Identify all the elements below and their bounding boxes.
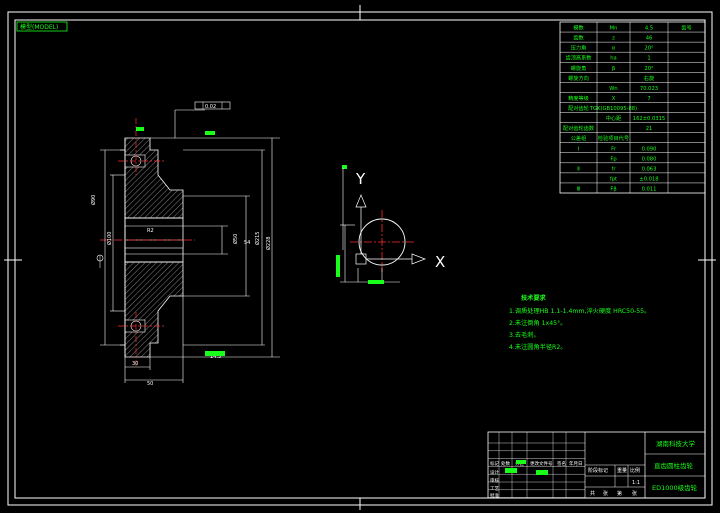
tech-note-2: 2.未注倒角 1x45°。 bbox=[509, 319, 566, 327]
param-cell: 21 bbox=[646, 126, 653, 132]
model-tab-box[interactable] bbox=[16, 21, 68, 32]
param-cell: 公差组 bbox=[571, 134, 587, 142]
param-cell: z bbox=[612, 36, 615, 42]
param-cell: 7 bbox=[647, 96, 650, 102]
tech-note-1: 1.调质处理HB 1.1-1.4mm,淬火硬度 HRC50-55。 bbox=[509, 307, 650, 315]
svg-text:批准: 批准 bbox=[490, 492, 499, 499]
param-cell: 20° bbox=[644, 66, 654, 72]
tech-note-4: 4.未注圆角半径R2。 bbox=[509, 343, 566, 351]
param-cell: Fp bbox=[610, 156, 617, 162]
param-cell: 压力角 bbox=[571, 44, 587, 52]
svg-text:共: 共 bbox=[590, 490, 595, 497]
svg-text:第: 第 bbox=[617, 490, 622, 497]
title-block: 湖南科技大学 直齿圆柱齿轮 ED1000级齿轮 1:1 阶段标记 重量 比例 共… bbox=[487, 431, 706, 499]
svg-text:14.3: 14.3 bbox=[210, 354, 221, 360]
svg-text:0.02: 0.02 bbox=[205, 104, 216, 110]
param-cell: 齿顶高系数 bbox=[566, 54, 593, 62]
param-cell: Fβ bbox=[610, 187, 616, 193]
param-cell: 模数 bbox=[573, 24, 584, 32]
svg-text:张: 张 bbox=[632, 490, 637, 497]
inner-border bbox=[14, 19, 706, 499]
model-tab-label: 模型(MODEL) bbox=[20, 23, 58, 31]
ucs-y-label: Y bbox=[355, 170, 366, 188]
param-cell: ±0.018 bbox=[639, 176, 658, 182]
svg-text:重量: 重量 bbox=[617, 467, 627, 474]
dimension-lines bbox=[100, 109, 280, 383]
param-cell: fpt bbox=[610, 176, 617, 182]
svg-text:标记: 标记 bbox=[490, 460, 499, 467]
param-cell: ha bbox=[610, 56, 616, 62]
param-cell: 162±0.0315 bbox=[633, 116, 665, 122]
svg-text:50: 50 bbox=[147, 381, 153, 387]
param-cell: Ⅰ bbox=[578, 146, 580, 152]
svg-text:处数: 处数 bbox=[501, 460, 510, 467]
param-cell: 齿号 bbox=[681, 25, 691, 32]
param-cell: 精度等级 bbox=[568, 94, 589, 102]
technical-requirements: 技术要求 1.调质处理HB 1.1-1.4mm,淬火硬度 HRC50-55。 2… bbox=[509, 294, 650, 351]
svg-text:张: 张 bbox=[603, 490, 608, 497]
svg-text:30: 30 bbox=[132, 361, 138, 367]
svg-text:签名: 签名 bbox=[557, 460, 566, 467]
param-cell: 0.090 bbox=[642, 146, 657, 152]
dimension-labels: 0.02 Ø90 Ø100 Ø50 Ø215 Ø228 50 30 R2 14.… bbox=[90, 101, 272, 387]
gear-section-view bbox=[100, 118, 195, 368]
svg-text:Ø90: Ø90 bbox=[90, 195, 97, 205]
tech-note-3: 3.去毛刺。 bbox=[509, 331, 540, 339]
bore-end-view bbox=[336, 165, 426, 284]
outer-border bbox=[7, 11, 713, 506]
param-cell: Ⅱ bbox=[577, 166, 580, 172]
param-cell: 螺旋角 bbox=[571, 64, 587, 72]
svg-text:设计: 设计 bbox=[490, 469, 499, 476]
svg-text:审核: 审核 bbox=[490, 477, 499, 484]
param-cell: α bbox=[612, 46, 616, 52]
part-name: 直齿圆柱齿轮 bbox=[654, 461, 694, 470]
param-cell: 配对齿轮 bbox=[568, 104, 589, 112]
param-cell: 1 bbox=[647, 56, 650, 62]
param-cell: 4.5 bbox=[645, 26, 653, 32]
param-cell: 0.080 bbox=[642, 156, 657, 162]
param-cell: β bbox=[612, 66, 615, 72]
svg-text:Ø100: Ø100 bbox=[106, 232, 113, 245]
svg-text:Ø228: Ø228 bbox=[265, 237, 272, 250]
param-cell: 右旋 bbox=[644, 74, 655, 82]
svg-text:比例: 比例 bbox=[630, 467, 640, 474]
param-cell: Mn bbox=[610, 26, 618, 32]
param-cell: fr bbox=[612, 166, 617, 172]
param-cell: Wn bbox=[609, 86, 617, 92]
param-cell: 46 bbox=[646, 36, 653, 42]
ucs-x-label: X bbox=[435, 253, 445, 271]
param-cell: Fr bbox=[611, 146, 617, 152]
drawing-number: ED1000级齿轮 bbox=[652, 483, 698, 492]
param-cell: 70.023 bbox=[640, 86, 658, 92]
param-cell: Ⅲ bbox=[577, 187, 581, 193]
svg-text:更改文件号: 更改文件号 bbox=[530, 460, 553, 467]
svg-text:54: 54 bbox=[244, 240, 250, 246]
svg-text:Ø215: Ø215 bbox=[254, 232, 261, 245]
param-cell: 齿数 bbox=[573, 34, 584, 42]
school-name: 湖南科技大学 bbox=[656, 439, 696, 448]
scale-value: 1:1 bbox=[632, 480, 640, 486]
svg-text:工艺: 工艺 bbox=[490, 486, 499, 492]
svg-text:阶段标记: 阶段标记 bbox=[588, 467, 608, 474]
svg-text:R2: R2 bbox=[147, 228, 154, 234]
svg-text:年月日: 年月日 bbox=[569, 460, 583, 467]
param-cell: 0.063 bbox=[642, 166, 657, 172]
param-cell: 0.011 bbox=[642, 187, 657, 193]
param-cell: 中心距 bbox=[606, 114, 622, 122]
svg-text:技术要求: 技术要求 bbox=[521, 294, 547, 302]
svg-text:Ø50: Ø50 bbox=[232, 234, 239, 244]
param-cell: TGK(GB10095-88) bbox=[589, 106, 637, 112]
param-cell: 检验项目代号 bbox=[598, 134, 629, 142]
param-cell: 螺旋方向 bbox=[568, 74, 589, 82]
param-cell: 配对齿轮齿数 bbox=[563, 124, 595, 132]
param-cell: 20° bbox=[644, 46, 654, 52]
param-cell: X bbox=[612, 96, 616, 102]
